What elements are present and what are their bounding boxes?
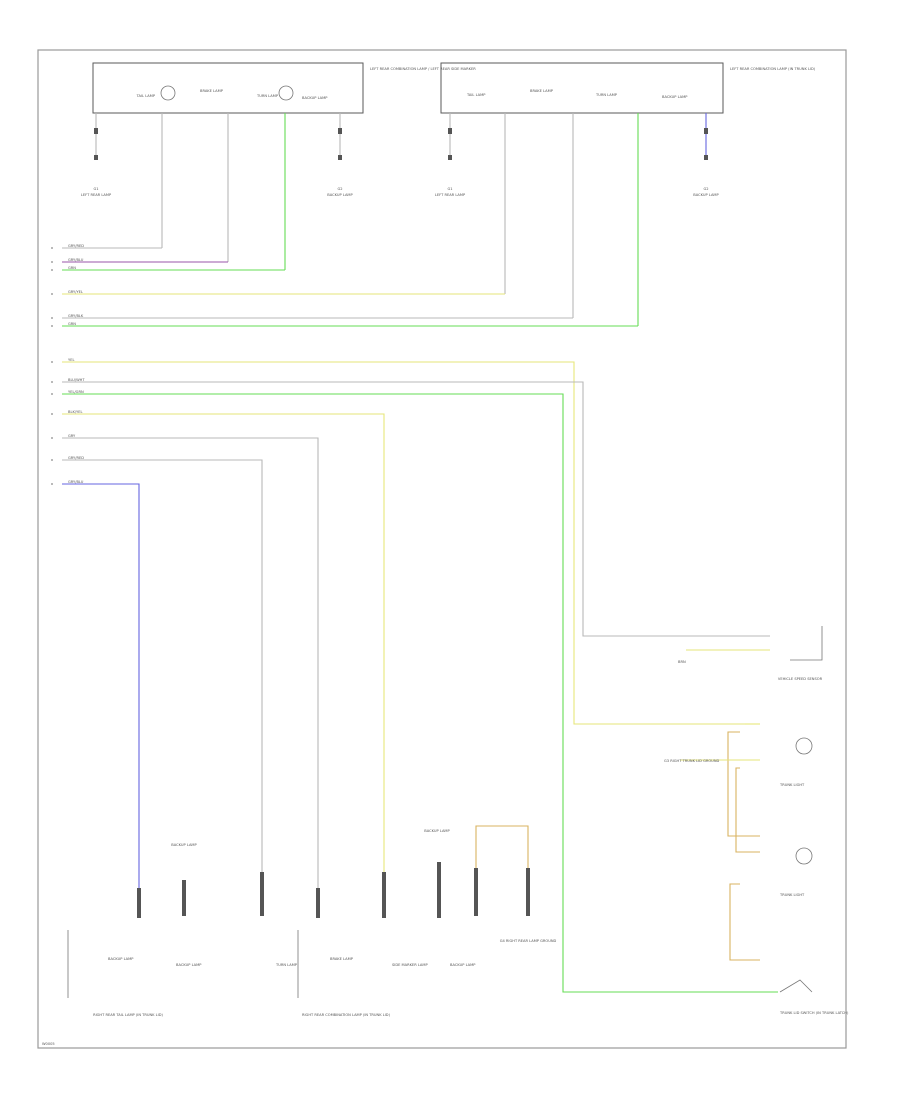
- trunk-light-2-bulb-icon: [795, 847, 813, 865]
- ground-left-label: BACKUP LAMP: [171, 843, 197, 847]
- page-code: W0005: [42, 1042, 55, 1046]
- wire-label-8: BLU/WHT: [68, 378, 85, 382]
- diagram-frame: [37, 49, 847, 1049]
- right-lamp-title: LEFT REAR COMBINATION LAMP (IN TRUNK LID…: [730, 67, 816, 71]
- left-tail-lamp-label: TAIL LAMP: [136, 94, 156, 98]
- trunk-light-label: TRUNK LIGHT: [779, 783, 805, 787]
- wire-label-12: GRY/RED: [68, 456, 84, 460]
- right-brake-lamp-label: BRAKE LAMP: [530, 89, 554, 93]
- ground-mid-label: BACKUP LAMP: [424, 829, 450, 833]
- wire-label-9: YEL/GRN: [68, 390, 84, 394]
- bottom-mid-brake-label: BRAKE LAMP: [330, 957, 354, 961]
- harness-runs: [62, 247, 778, 993]
- bottom-connectors: [137, 825, 530, 918]
- right-backup-lamp-label: BACKUP LAMP: [662, 95, 688, 99]
- connector-pin-marks: [51, 247, 53, 485]
- ground-g1b-label: G1: [447, 187, 452, 191]
- left-backup-lamp-label: BACKUP LAMP: [302, 96, 328, 100]
- wire-label-6: GRN: [68, 322, 76, 326]
- left-lamp-title: LEFT REAR COMBINATION LAMP / LEFT REAR S…: [370, 67, 476, 71]
- wire-label-13: GRY/BLU: [68, 480, 84, 484]
- top-wires: [94, 113, 708, 326]
- trunk-light-2-label: TRUNK LIGHT: [779, 893, 805, 897]
- wire-label-4: GRY/YEL: [68, 290, 83, 294]
- right-turn-lamp-label: TURN LAMP: [595, 93, 618, 97]
- vehicle-speed-sensor: BRN VEHICLE SPEED SENSOR: [678, 626, 823, 681]
- left-turn-lamp-label: TURN LAMP: [256, 94, 279, 98]
- trunk-switch-label: TRUNK LID SWITCH (IN TRUNK LATCH): [779, 1011, 849, 1015]
- bottom-left-lamp-label: BACKUP LAMP: [176, 963, 202, 967]
- ground-g2b-note: BACKUP LAMP: [693, 193, 719, 197]
- wire-label-1: GRY/RED: [68, 244, 84, 248]
- trunk-switch-icon: [779, 979, 813, 993]
- ground-g2-label: G2: [337, 187, 342, 191]
- right-lamp-box: [440, 62, 724, 114]
- wire-label-5: GRY/BLK: [68, 314, 84, 318]
- left-rear-lamp-unit: LEFT REAR COMBINATION LAMP / LEFT REAR S…: [92, 62, 476, 114]
- ground-g1-note: LEFT REAR LAMP: [81, 193, 112, 197]
- sensor-ground-label: BRN: [678, 660, 686, 664]
- trunk-lights: G3 RIGHT TRUNK LID GROUND TRUNK LIGHT TR…: [664, 723, 849, 1015]
- ground-g2b-label: G2: [703, 187, 708, 191]
- ground-g2-note: BACKUP LAMP: [327, 193, 353, 197]
- bottom-mid-side-label: SIDE MARKER LAMP: [392, 963, 428, 967]
- trunk-light-bulb-icon: [795, 737, 813, 755]
- wire-label-10: BLK/YEL: [68, 410, 83, 414]
- bottom-mid-title: RIGHT REAR COMBINATION LAMP (IN TRUNK LI…: [302, 1013, 391, 1017]
- left-trunk-lamp-unit: LEFT REAR COMBINATION LAMP (IN TRUNK LID…: [440, 62, 816, 114]
- bottom-right-ground-label: G4 RIGHT REAR LAMP GROUND: [500, 939, 557, 943]
- bottom-mid-turn-label: TURN LAMP: [275, 963, 298, 967]
- bottom-mid-backup-label: BACKUP LAMP: [450, 963, 476, 967]
- tail-lamp-bulb-icon: [160, 85, 176, 101]
- ground-g1-label: G1: [93, 187, 98, 191]
- bottom-left-backup-label: BACKUP LAMP: [108, 957, 134, 961]
- left-lamp-box: [92, 62, 364, 114]
- bottom-left-title: RIGHT REAR TAIL LAMP (IN TRUNK LID): [93, 1013, 163, 1017]
- sensor-label: VEHICLE SPEED SENSOR: [778, 677, 823, 681]
- trunk-light-ground-label: G3 RIGHT TRUNK LID GROUND: [664, 759, 720, 763]
- wire-label-2: GRY/BLU: [68, 258, 84, 262]
- wire-label-3: GRN: [68, 266, 76, 270]
- wire-label-7: YEL: [68, 358, 74, 362]
- right-tail-lamp-label: TAIL LAMP: [466, 93, 486, 97]
- left-brake-lamp-label: BRAKE LAMP: [200, 89, 224, 93]
- ground-g1b-note: LEFT REAR LAMP: [435, 193, 466, 197]
- wire-label-11: GRY: [68, 434, 76, 438]
- turn-lamp-bulb-icon: [278, 85, 294, 101]
